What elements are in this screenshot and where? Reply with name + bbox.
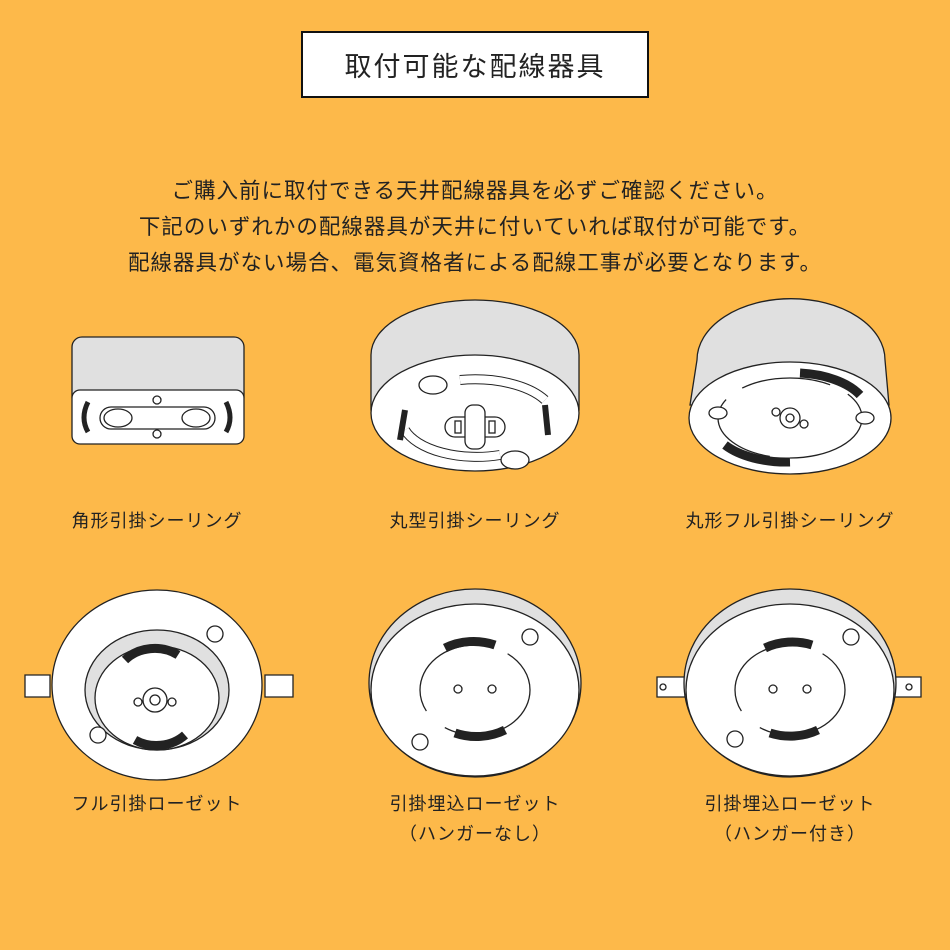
embedded-rosette-icon: [368, 588, 582, 778]
label-full-rosette: フル引掛ローゼット: [71, 794, 243, 815]
sublabel-embedded-rosette-hanger: （ハンガー付き）: [714, 824, 866, 845]
square-ceiling-icon: [71, 336, 245, 445]
intro-line-1: ご購入前に取付できる天井配線器具を必ずご確認ください。: [171, 179, 779, 204]
label-round-full-ceiling: 丸形フル引掛シーリング: [685, 511, 895, 532]
round-ceiling-icon: [370, 299, 580, 472]
full-rosette-icon: [24, 589, 294, 781]
label-square-ceiling: 角形引掛シーリング: [71, 511, 243, 532]
intro-line-3: 配線器具がない場合、電気資格者による配線工事が必要となります。: [127, 251, 823, 276]
round-full-ceiling-icon: [688, 298, 892, 475]
label-round-ceiling: 丸型引掛シーリング: [389, 511, 561, 532]
intro-line-2: 下記のいずれかの配線器具が天井に付いていれば取付が可能です。: [138, 215, 812, 240]
label-embedded-rosette: 引掛埋込ローゼット: [389, 794, 561, 815]
page-title: 取付可能な配線器具: [301, 31, 649, 98]
label-embedded-rosette-hanger: 引掛埋込ローゼット: [704, 794, 876, 815]
embedded-rosette-hanger-icon: [656, 588, 922, 778]
sublabel-embedded-rosette: （ハンガーなし）: [399, 824, 551, 845]
